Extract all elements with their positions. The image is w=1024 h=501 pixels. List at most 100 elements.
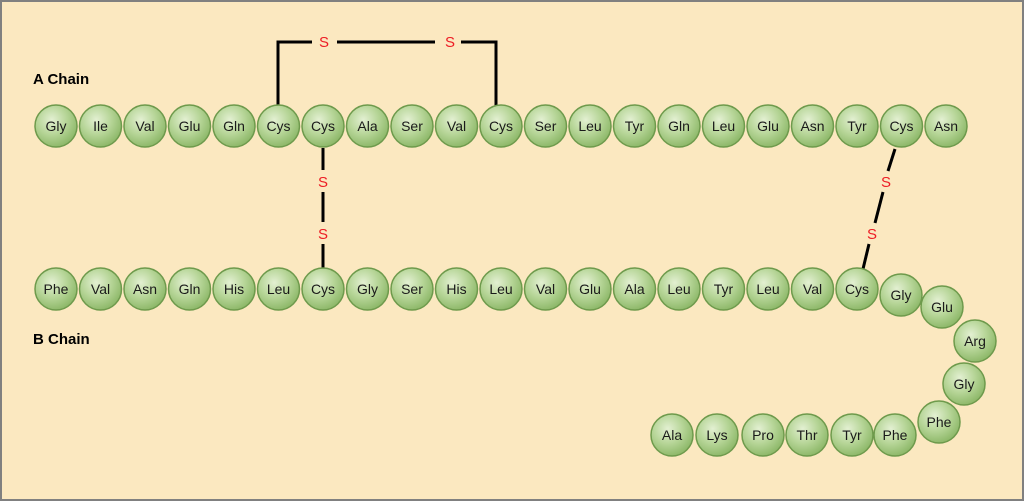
b-residue-6: Leu — [256, 267, 301, 311]
b-residue-23: Gly — [942, 362, 986, 406]
bond-a20-b19-bottom — [861, 243, 871, 270]
residue-label: Arg — [964, 333, 986, 349]
a-residue-19: Tyr — [835, 104, 879, 148]
residue-label: Gln — [223, 118, 245, 134]
residue-bead — [479, 267, 523, 311]
residue-label: Val — [536, 281, 555, 297]
b-residue-20: Gly — [879, 273, 923, 317]
residue-bead — [256, 104, 301, 148]
residue-label: Leu — [578, 118, 601, 134]
residue-bead — [785, 413, 829, 457]
residue-bead — [701, 267, 746, 311]
a-residue-5: Gln — [212, 104, 256, 148]
residue-label: Lys — [706, 427, 727, 443]
b-residue-22: Arg — [953, 319, 997, 363]
b-residue-7: Cys — [301, 267, 345, 311]
residue-label: Leu — [267, 281, 290, 297]
b-residue-21: Glu — [920, 285, 964, 329]
sulfur-a11: S — [445, 34, 455, 51]
residue-label: Gly — [954, 376, 975, 392]
b-residue-14: Ala — [612, 267, 657, 311]
residue-label: Cys — [845, 281, 869, 297]
residue-label: Cys — [889, 118, 913, 134]
residue-label: Ser — [401, 281, 423, 297]
sulfur-b7: S — [318, 226, 328, 243]
b-residue-3: Asn — [123, 267, 167, 311]
residue-bead — [568, 267, 612, 311]
residue-label: Tyr — [625, 118, 645, 134]
a-residue-17: Glu — [746, 104, 790, 148]
bond-a20-b19-middle — [873, 191, 885, 224]
residue-label: Glu — [179, 118, 201, 134]
b-residue-25: Phe — [873, 413, 917, 457]
sulfur-a7: S — [318, 174, 328, 191]
residue-label: Cys — [311, 118, 335, 134]
residue-label: Leu — [712, 118, 735, 134]
residue-bead — [479, 104, 523, 148]
residue-label: Val — [135, 118, 154, 134]
b-residue-10: His — [434, 267, 479, 311]
residue-bead — [741, 413, 785, 457]
residue-bead — [695, 413, 739, 457]
residue-label: Gln — [179, 281, 201, 297]
b-residue-28: Pro — [741, 413, 785, 457]
residue-label: Val — [91, 281, 110, 297]
a-residue-20: Cys — [879, 104, 924, 148]
residue-label: Tyr — [714, 281, 734, 297]
bond-a6-a11-left — [276, 40, 312, 107]
residue-label: Phe — [927, 414, 952, 430]
residue-label: Ser — [401, 118, 423, 134]
residue-label: Pro — [752, 427, 774, 443]
a-residue-2: Ile — [78, 104, 123, 148]
residue-label: Leu — [756, 281, 779, 297]
a-residue-21: Asn — [924, 104, 968, 148]
residue-label: Gly — [46, 118, 67, 134]
residue-label: Glu — [579, 281, 601, 297]
residue-bead — [345, 267, 390, 311]
sulfur-b19: S — [867, 226, 877, 243]
residue-bead — [879, 104, 924, 148]
a-residue-6: Cys — [256, 104, 301, 148]
residue-bead — [523, 104, 568, 148]
residue-label: Phe — [44, 281, 69, 297]
b-residue-12: Val — [523, 267, 568, 311]
b-residue-1: Phe — [34, 267, 78, 311]
residue-bead — [830, 413, 874, 457]
a-residue-9: Ser — [390, 104, 434, 148]
a-residue-1: Gly — [34, 104, 78, 148]
a-residue-4: Glu — [167, 104, 212, 148]
residue-bead — [301, 104, 345, 148]
residue-label: Leu — [667, 281, 690, 297]
residue-label: Glu — [757, 118, 779, 134]
residue-bead — [701, 104, 746, 148]
residue-bead — [167, 267, 212, 311]
residue-label: Ala — [357, 118, 377, 134]
residue-bead — [434, 104, 479, 148]
a-residue-18: Asn — [790, 104, 835, 148]
b-residue-8: Gly — [345, 267, 390, 311]
residue-label: Thr — [797, 427, 818, 443]
b-chain-label: B Chain — [33, 331, 90, 348]
a-residue-10: Val — [434, 104, 479, 148]
residue-bead — [942, 362, 986, 406]
residue-label: Asn — [800, 118, 824, 134]
b-residue-19: Cys — [835, 267, 879, 311]
residue-bead — [612, 267, 657, 311]
residue-bead — [345, 104, 390, 148]
a-chain-label: A Chain — [33, 71, 89, 88]
b-residue-9: Ser — [390, 267, 434, 311]
residue-bead — [657, 104, 701, 148]
residue-bead — [212, 267, 256, 311]
residue-label: Tyr — [842, 427, 862, 443]
residue-bead — [917, 400, 961, 444]
residue-bead — [34, 267, 78, 311]
a-residue-11: Cys — [479, 104, 523, 148]
residue-bead — [612, 104, 657, 148]
residue-label: Gly — [357, 281, 378, 297]
residue-bead — [434, 267, 479, 311]
residue-label: His — [224, 281, 244, 297]
residue-bead — [568, 104, 612, 148]
residue-bead — [34, 104, 78, 148]
